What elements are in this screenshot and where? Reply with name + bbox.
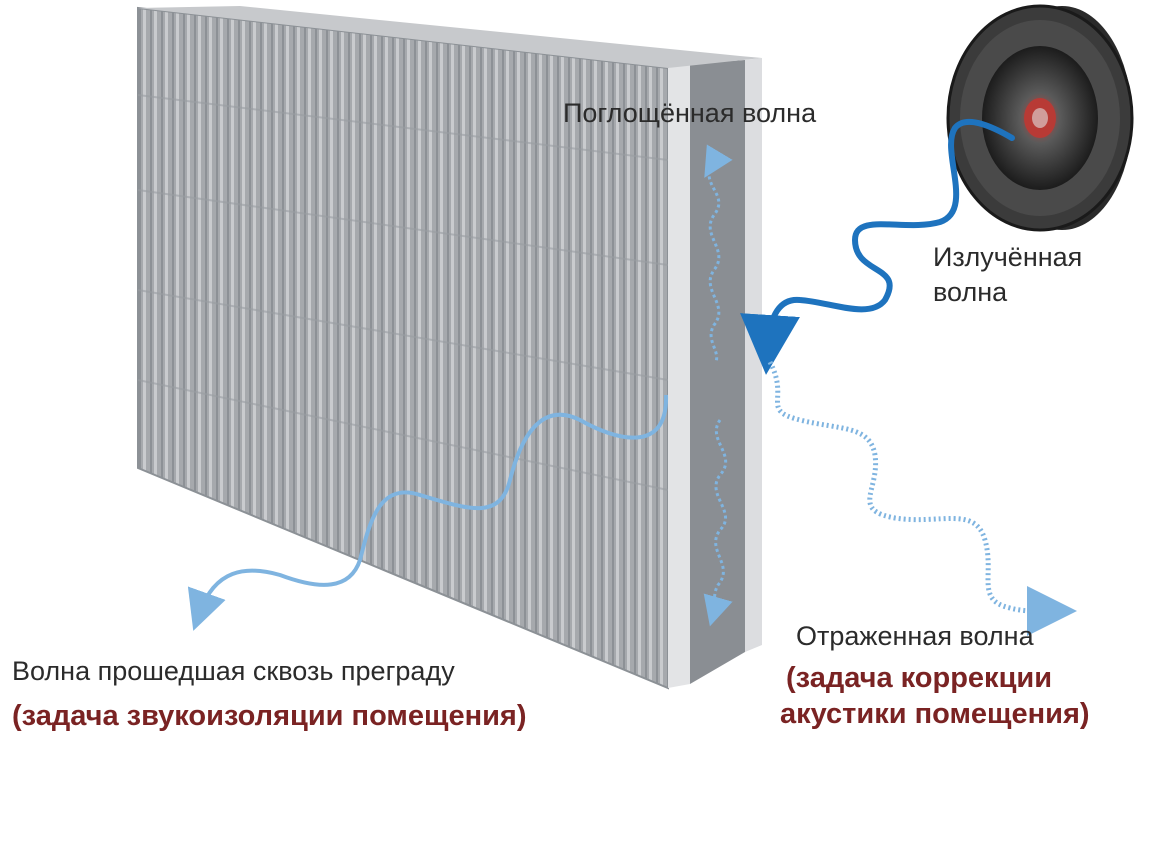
reflected-wave-label: Отраженная волна: [796, 621, 1034, 651]
emitted-wave: [740, 118, 1015, 375]
absorbed-wave-upper: [704, 144, 733, 363]
transmitted-wave-label: Волна прошедшая сквозь преграду: [12, 656, 455, 686]
transmitted-wave: [187, 394, 669, 631]
absorbed-wave-label: Поглощённая волна: [563, 98, 817, 128]
emitted-label-line2: волна: [933, 277, 1008, 308]
transmitted-task-note: (задача звукоизоляции помещения): [12, 700, 527, 732]
reflected-task-line2: акустики помещения): [780, 698, 1090, 731]
absorbed-wave-lower: [703, 419, 733, 627]
reflected-wave: [767, 360, 1077, 637]
emitted-wave-label: Излучённая волна: [933, 240, 1082, 310]
loudspeaker-icon: [946, 4, 1134, 232]
reflected-task-line1: (задача коррекции: [786, 662, 1053, 694]
emitted-label-line1: Излучённая: [933, 242, 1083, 272]
reflected-task-note: (задача коррекции акустики помещения): [780, 660, 1090, 733]
